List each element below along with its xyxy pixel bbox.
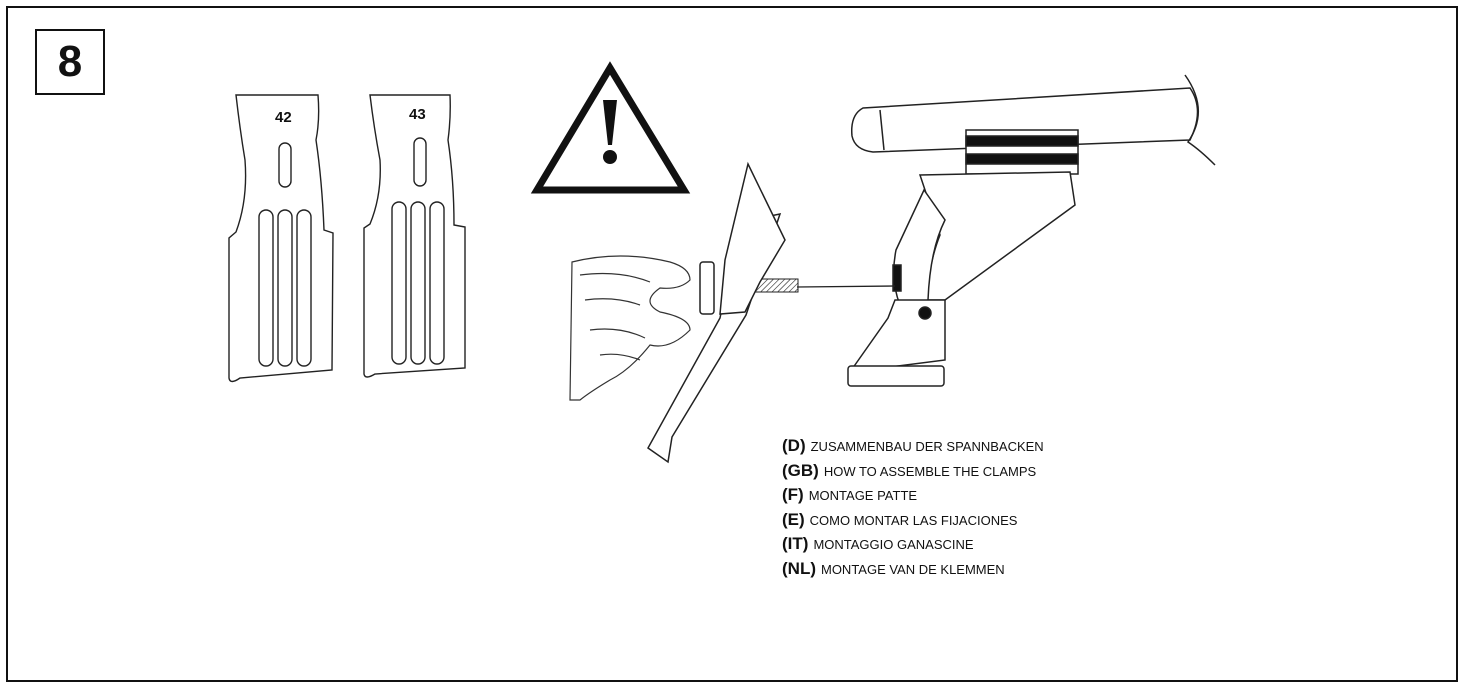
caption-list: (D) ZUSAMMENBAU DER SPANNBACKEN (GB)HOW T… [782,436,1044,583]
caption-es: (E)COMO MONTAR LAS FIJACIONES [782,510,1044,535]
jaw-number-42: 42 [275,109,292,126]
clamp-jaw-43: 43 [363,94,466,378]
step-number: 8 [57,37,83,86]
caption-text: MONTAGE VAN DE KLEMMEN [820,561,1005,577]
caption-code: (D) [782,436,806,455]
caption-code: (E) [782,509,805,529]
caption-text: COMO MONTAR LAS FIJACIONES [809,512,1018,528]
jaw-number-43: 43 [409,106,426,123]
page-frame [6,6,1458,682]
caption-fr: (F) MONTAGE PATTE [782,485,1044,510]
caption-text: MONTAGE PATTE [808,488,918,503]
caption-code: (F) [782,485,804,504]
caption-gb: (GB)HOW TO ASSEMBLE THE CLAMPS [782,461,1044,486]
clamp-plate [647,161,786,464]
caption-de: (D) ZUSAMMENBAU DER SPANNBACKEN [782,436,1044,461]
caption-text: MONTAGGIO GANASCINE [813,537,974,552]
caption-code: (NL) [782,558,816,578]
caption-it: (IT) MONTAGGIO GANASCINE [782,534,1044,559]
caption-code: (GB) [782,460,819,480]
caption-text: ZUSAMMENBAU DER SPANNBACKEN [810,439,1044,454]
threaded-rod [743,278,896,293]
caption-nl: (NL)MONTAGE VAN DE KLEMMEN [782,559,1044,584]
clamp-jaw-42: 42 [228,94,334,383]
step-number-box: 8 [35,29,105,95]
warning-triangle-icon [530,61,691,194]
caption-text: HOW TO ASSEMBLE THE CLAMPS [823,463,1037,479]
roof-bar-foot [847,74,1216,387]
caption-code: (IT) [782,534,809,553]
hand-drawing [569,255,691,401]
